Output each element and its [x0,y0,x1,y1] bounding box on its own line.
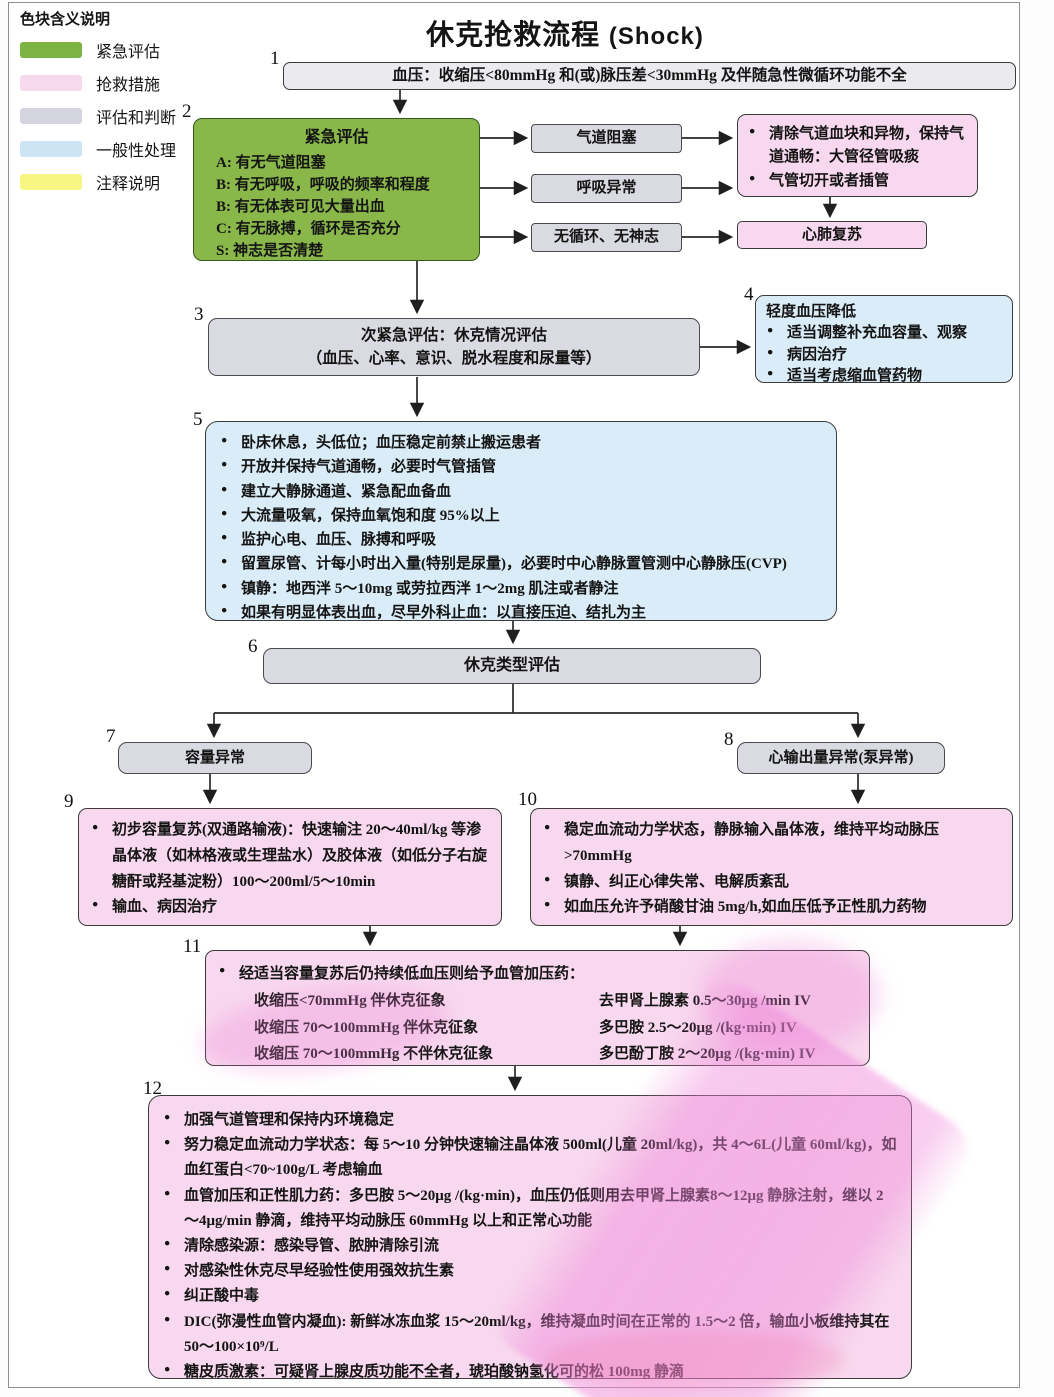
box-volume-abnormal: 容量异常 [118,742,312,774]
bullet-item: 对感染性休克尽早经验性使用强效抗生素 [163,1259,897,1284]
vasopressor-row: 收缩压<70mmHg 伴休克征象 去甲肾上腺素 0.5～30μg /min IV [254,993,811,1010]
step-number-11: 11 [183,936,202,957]
bullet-item: 建立大静脉通道、紧急配血备血 [220,480,822,504]
step-number-9: 9 [64,791,74,812]
page-title: 休克抢救流程 (Shock) [426,19,704,50]
box-breathing-abnormal: 呼吸异常 [531,174,682,203]
bullet-item: 如血压允许予硝酸甘油 5mg/h,如血压低予正性肌力药物 [543,895,1000,921]
box-volume-resuscitation: 初步容量复苏(双通路输液)：快速输注 20～40ml/kg 等渗晶体液（如林格液… [78,808,502,926]
box-airway-obstruction: 气道阻塞 [531,124,682,153]
bullet-item: 大流量吸氧，保持血氧饱和度 95%以上 [220,504,822,528]
box-emergency-assessment-title: 紧急评估 [304,129,369,146]
box-vasopressor-selection: 经适当容量复苏后仍持续低血压则给予血管加压药： 收缩压<70mmHg 伴休克征象… [205,950,870,1066]
vasopressor-row: 收缩压 70～100mmHg 不伴休克征象 多巴酚丁胺 2～20μg /(kg·… [254,1045,816,1062]
bullet-item: 努力稳定血流动力学状态：每 5～10 分钟快速输注晶体液 500ml(儿童 20… [163,1133,897,1183]
legend-swatch-pink [20,74,82,91]
bullet-item: 镇静：地西泮 5～10mg 或劳拉西泮 1～2mg 肌注或者静注 [220,577,822,601]
step-number-4: 4 [744,284,754,305]
step-number-3: 3 [194,304,204,325]
legend-item-annotation: 注释说明 [20,173,176,193]
bullet-item: 监护心电、血压、脉搏和呼吸 [220,528,822,552]
bullet-item: 初步容量复苏(双通路输液)：快速输注 20～40ml/kg 等渗晶体液（如林格液… [91,818,489,895]
box-airway-clearance: 清除气道血块和异物，保持气道通畅：大管径管吸痰 气管切开或者插管 [737,114,978,197]
legend-item-general-treatment: 一般性处理 [20,140,176,160]
box-general-measures: 卧床休息，头低位；血压稳定前禁止搬运患者 开放并保持气道通畅，必要时气管插管 建… [205,421,837,621]
box-hemodynamic-stabilization: 稳定血流动力学状态，静脉输入晶体液，维持平均动脉压>70mmHg 镇静、纠正心律… [530,808,1013,926]
bullet-item: 清除气道血块和异物，保持气道通畅：大管径管吸痰 [748,123,967,170]
legend-heading: 色块含义说明 [20,12,111,28]
legend-swatch-gray [20,107,82,124]
legend-swatch-green [20,41,82,58]
box-ongoing-management: 加强气道管理和保持内环境稳定 努力稳定血流动力学状态：每 5～10 分钟快速输注… [148,1095,912,1380]
step-number-2: 2 [182,101,192,122]
legend-item-emergency-assessment: 紧急评估 [20,41,176,61]
bullet-item: 纠正酸中毒 [163,1284,897,1309]
vasopressor-row: 收缩压 70～100mmHg 伴休克征象 多巴胺 2.5～20μg /(kg·m… [254,1019,797,1036]
bullet-item: 气管切开或者插管 [748,170,967,193]
legend-swatch-yellow [20,173,82,190]
legend-swatch-blue [20,140,82,157]
bullet-item: 输血、病因治疗 [91,895,489,921]
box-shock-type-assessment: 休克类型评估 [263,648,761,684]
bullet-item: 镇静、纠正心律失常、电解质紊乱 [543,870,1000,896]
box-no-circulation-consciousness: 无循环、无神志 [531,223,682,252]
legend-item-assessment-judgment: 评估和判断 [20,107,176,127]
bullet-item: 卧床休息，头低位；血压稳定前禁止搬运患者 [220,431,822,455]
box-cardiac-output-abnormal: 心输出量异常(泵异常) [737,742,945,774]
page-title-suffix: (Shock) [608,23,704,50]
bullet-item: 适当调整补充血容量、观察 [766,323,1002,344]
box-emergency-assessment: 紧急评估 A: 有无气道阻塞 B: 有无呼吸，呼吸的频率和程度 B: 有无体表可… [193,118,480,261]
step-number-5: 5 [193,409,203,430]
bullet-item: 糖皮质激素：可疑肾上腺皮质功能不全者，琥珀酸钠氢化可的松 100mg 静滴 [163,1360,897,1385]
bullet-item: DIC(弥漫性血管内凝血): 新鲜冰冻血浆 15～20ml/kg，维持凝血时间在… [163,1310,897,1360]
bullet-item: 经适当容量复苏后仍持续低血压则给予血管加压药： [218,961,857,987]
bullet-item: 如果有明显体表出血，尽早外科止血：以直接压迫、结扎为主 [220,601,822,625]
legend-item-rescue-measures: 抢救措施 [20,74,176,94]
box-cpr: 心肺复苏 [737,221,927,249]
box-secondary-assessment: 次紧急评估：休克情况评估 （血压、心率、意识、脱水程度和尿量等） [208,318,700,376]
step-number-8: 8 [724,729,734,750]
step-number-12: 12 [143,1078,162,1099]
color-legend: 色块含义说明 紧急评估 抢救措施 评估和判断 一般性处理 注释说明 [20,8,176,206]
step-number-6: 6 [248,636,258,657]
bullet-item: 加强气道管理和保持内环境稳定 [163,1108,897,1133]
step-number-10: 10 [518,789,537,810]
step-number-7: 7 [106,726,116,747]
bullet-item: 开放并保持气道通畅，必要时气管插管 [220,455,822,479]
bullet-item: 病因治疗 [766,345,1002,366]
bullet-item: 留置尿管、计每小时出入量(特别是尿量)，必要时中心静脉置管测中心静脉压(CVP) [220,552,822,576]
box-bp-criteria: 血压：收缩压<80mmHg 和(或)脉压差<30mmHg 及伴随急性微循环功能不… [283,62,1016,90]
bullet-item: 血管加压和正性肌力药：多巴胺 5～20μg /(kg·min)，血压仍低则用去甲… [163,1184,897,1234]
box-mild-hypotension-title: 轻度血压降低 [766,304,857,320]
box-mild-hypotension: 轻度血压降低 适当调整补充血容量、观察 病因治疗 适当考虑缩血管药物 [755,295,1013,384]
bullet-item: 清除感染源：感染导管、脓肿清除引流 [163,1234,897,1259]
step-number-1: 1 [270,48,280,69]
bullet-item: 稳定血流动力学状态，静脉输入晶体液，维持平均动脉压>70mmHg [543,818,1000,870]
bullet-item: 适当考虑缩血管药物 [766,366,1002,387]
